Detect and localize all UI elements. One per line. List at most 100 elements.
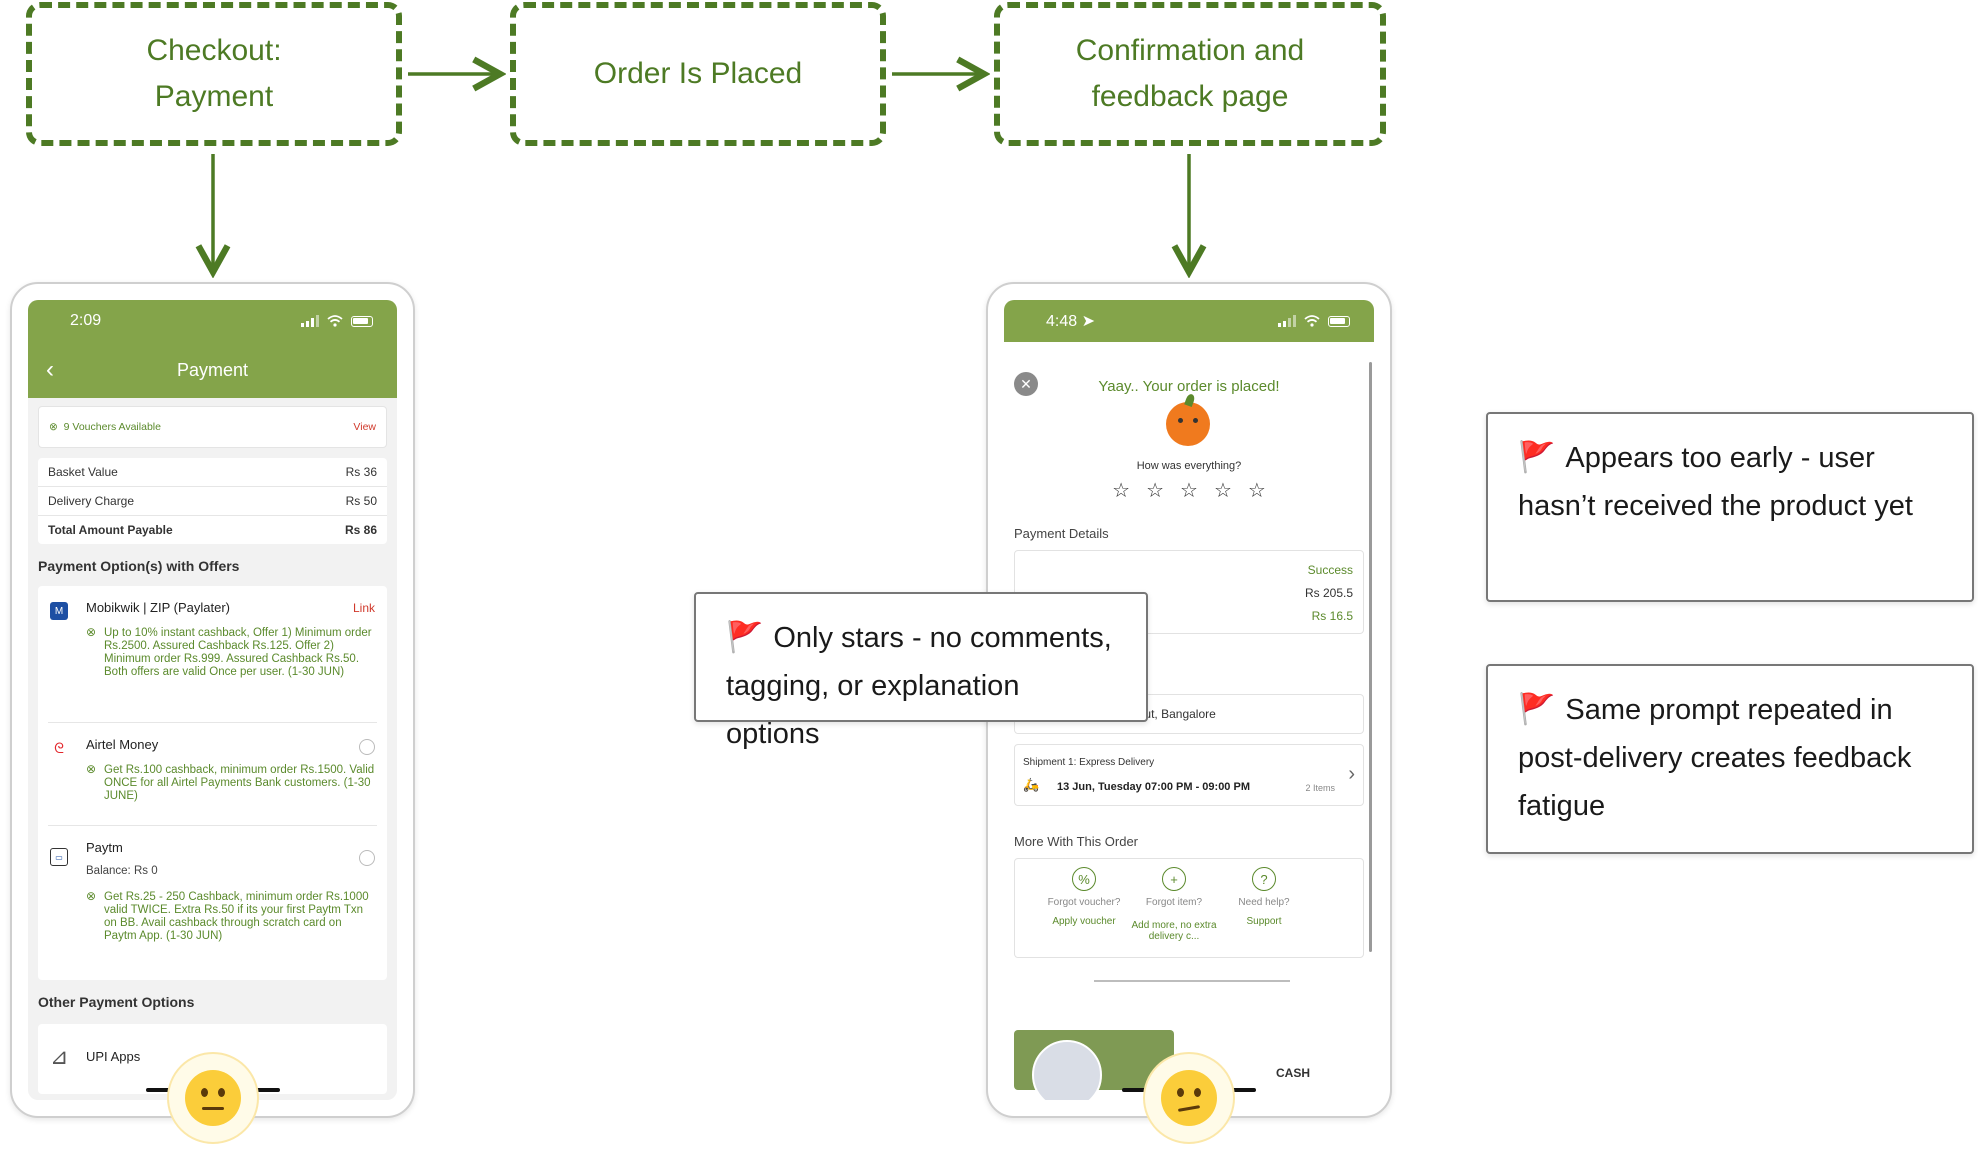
flow-step-confirmation-feedback: Confirmation and feedback page [994, 2, 1386, 146]
payment-options-list: M Mobikwik | ZIP (Paylater) Link Up to 1… [38, 586, 387, 980]
wifi-icon [327, 315, 343, 327]
shipment-card[interactable]: Shipment 1: Express Delivery 🛵 13 Jun, T… [1014, 744, 1364, 806]
help-question: Need help? [1238, 897, 1290, 908]
payment-header: ‹ Payment [28, 342, 397, 398]
promo-badge-icon [1032, 1040, 1102, 1100]
upi-label: UPI Apps [86, 1049, 141, 1064]
vouchers-label: 9 Vouchers Available [63, 421, 161, 433]
mobikwik-icon: M [50, 602, 68, 620]
feedback-prompt: How was everything? [1136, 460, 1242, 472]
help-forgot-item[interactable]: + Forgot item? Add more, no extra delive… [1129, 867, 1219, 957]
red-flag-icon: 🚩 [1518, 693, 1556, 726]
payment-savings: Rs 16.5 [1311, 609, 1353, 623]
mobikwik-offer: Up to 10% instant cashback, Offer 1) Min… [86, 626, 375, 679]
order-placed-headline: Yaay.. Your order is placed! [1098, 378, 1280, 395]
promo-text: CASH [1276, 1066, 1311, 1080]
payment-screen: 2:09 ‹ Payment ⊗ 9 Vouchers Available Vi… [28, 300, 397, 1100]
back-arrow-icon[interactable]: ‹ [46, 356, 54, 383]
location-arrow-icon: ➤ [1081, 313, 1095, 330]
red-flag-icon: 🚩 [1518, 441, 1556, 474]
more-with-order-title: More With This Order [1014, 834, 1139, 849]
flow-step-order-placed: Order Is Placed [510, 2, 886, 146]
phone-payment-screen: 2:09 ‹ Payment ⊗ 9 Vouchers Available Vi… [10, 282, 415, 1118]
status-bar: 2:09 [28, 300, 397, 342]
status-time: 2:09 [70, 312, 102, 329]
airtel-name: Airtel Money [86, 737, 159, 752]
scrollbar[interactable] [1369, 362, 1372, 952]
close-icon[interactable]: ✕ [1014, 372, 1038, 396]
star-icon[interactable]: ☆ [1213, 480, 1232, 502]
orange-mascot-icon [1166, 392, 1210, 446]
payment-details-card: Success Rs 205.5 Rs 16.5 [1014, 550, 1364, 634]
signal-icon [1278, 315, 1296, 327]
paytm-icon: ▭ [50, 848, 68, 866]
payment-details-title: Payment Details [1014, 526, 1109, 541]
promo-banner[interactable] [1014, 1030, 1174, 1100]
star-rating[interactable]: ☆ ☆ ☆ ☆ ☆ [1004, 478, 1374, 503]
paytm-name: Paytm [86, 840, 123, 855]
red-flag-icon: 🚩 [726, 621, 764, 654]
delivery-value: Rs 50 [345, 494, 377, 508]
status-time: 4:48 [1046, 313, 1078, 330]
help-action[interactable]: Add more, no extra delivery c... [1131, 920, 1217, 942]
callout-text: Only stars - no comments, tagging, or ex… [726, 622, 1112, 750]
help-action[interactable]: Support [1246, 916, 1282, 927]
paytm-radio[interactable] [359, 850, 375, 866]
star-icon[interactable]: ☆ [1180, 480, 1198, 502]
airtel-radio[interactable] [359, 739, 375, 755]
star-icon[interactable]: ☆ [1247, 480, 1266, 502]
total-value: Rs 86 [344, 523, 377, 537]
shipment-items: 2 Items [1305, 783, 1335, 793]
vouchers-card[interactable]: ⊗ 9 Vouchers Available View [38, 406, 387, 448]
mobikwik-link-button[interactable]: Link [352, 601, 375, 615]
basket-label: Basket Value [48, 465, 118, 479]
status-bar: 4:48 ➤ [1004, 300, 1374, 342]
neutral-face-icon [167, 1052, 259, 1144]
view-vouchers-link[interactable]: View [353, 421, 376, 433]
callout-text: Same prompt repeated in post-delivery cr… [1518, 694, 1912, 822]
total-label: Total Amount Payable [48, 523, 173, 537]
callout-stars-only: 🚩Only stars - no comments, tagging, or e… [694, 592, 1148, 750]
wifi-icon [1304, 315, 1320, 327]
payment-option-paytm[interactable]: ▭ Paytm Balance: Rs 0 Get Rs.25 - 250 Ca… [38, 826, 387, 980]
scooter-icon: 🛵 [1023, 777, 1040, 792]
callout-appears-too-early: 🚩Appears too early - user hasn’t receive… [1486, 412, 1974, 602]
help-question: Forgot item? [1145, 897, 1203, 908]
callout-text: Appears too early - user hasn’t received… [1518, 442, 1913, 522]
voucher-icon: % [1072, 867, 1096, 891]
help-forgot-voucher[interactable]: % Forgot voucher? Apply voucher [1039, 867, 1129, 957]
question-icon: ? [1252, 867, 1276, 891]
flow-step-checkout-payment: Checkout: Payment [26, 2, 402, 146]
callout-feedback-fatigue: 🚩Same prompt repeated in post-delivery c… [1486, 664, 1974, 854]
help-question: Forgot voucher? [1047, 897, 1121, 908]
shipment-label: Shipment 1: Express Delivery [1023, 757, 1155, 768]
airtel-offer: Get Rs.100 cashback, minimum order Rs.15… [86, 763, 375, 803]
chevron-right-icon[interactable]: › [1348, 763, 1355, 785]
payment-amount: Rs 205.5 [1304, 586, 1353, 600]
upi-icon: ⊿ [50, 1044, 69, 1069]
help-action[interactable]: Apply voucher [1052, 916, 1116, 927]
divider [1094, 980, 1290, 982]
help-need-help[interactable]: ? Need help? Support [1219, 867, 1309, 957]
airtel-icon: ᘓ [50, 739, 68, 757]
flow-step-label: Checkout: Payment [146, 34, 282, 113]
star-icon[interactable]: ☆ [1146, 480, 1165, 502]
offers-section-title: Payment Option(s) with Offers [38, 558, 240, 574]
payment-option-mobikwik[interactable]: M Mobikwik | ZIP (Paylater) Link Up to 1… [38, 586, 387, 722]
battery-icon [1328, 315, 1350, 327]
voucher-icon: ⊗ [49, 421, 58, 433]
flow-step-label: Order Is Placed [593, 57, 803, 90]
delivery-label: Delivery Charge [48, 494, 135, 508]
payment-option-airtel[interactable]: ᘓ Airtel Money Get Rs.100 cashback, mini… [38, 723, 387, 825]
other-options-title: Other Payment Options [38, 994, 195, 1010]
paytm-balance: Balance: Rs 0 [86, 865, 158, 877]
battery-icon [351, 315, 373, 327]
star-icon[interactable]: ☆ [1112, 480, 1131, 502]
help-card: % Forgot voucher? Apply voucher + Forgot… [1014, 858, 1364, 958]
basket-plus-icon: + [1162, 867, 1186, 891]
signal-icon [301, 315, 319, 327]
confused-face-icon [1143, 1052, 1235, 1144]
page-title: Payment [176, 359, 249, 380]
paytm-offer: Get Rs.25 - 250 Cashback, minimum order … [86, 890, 375, 943]
